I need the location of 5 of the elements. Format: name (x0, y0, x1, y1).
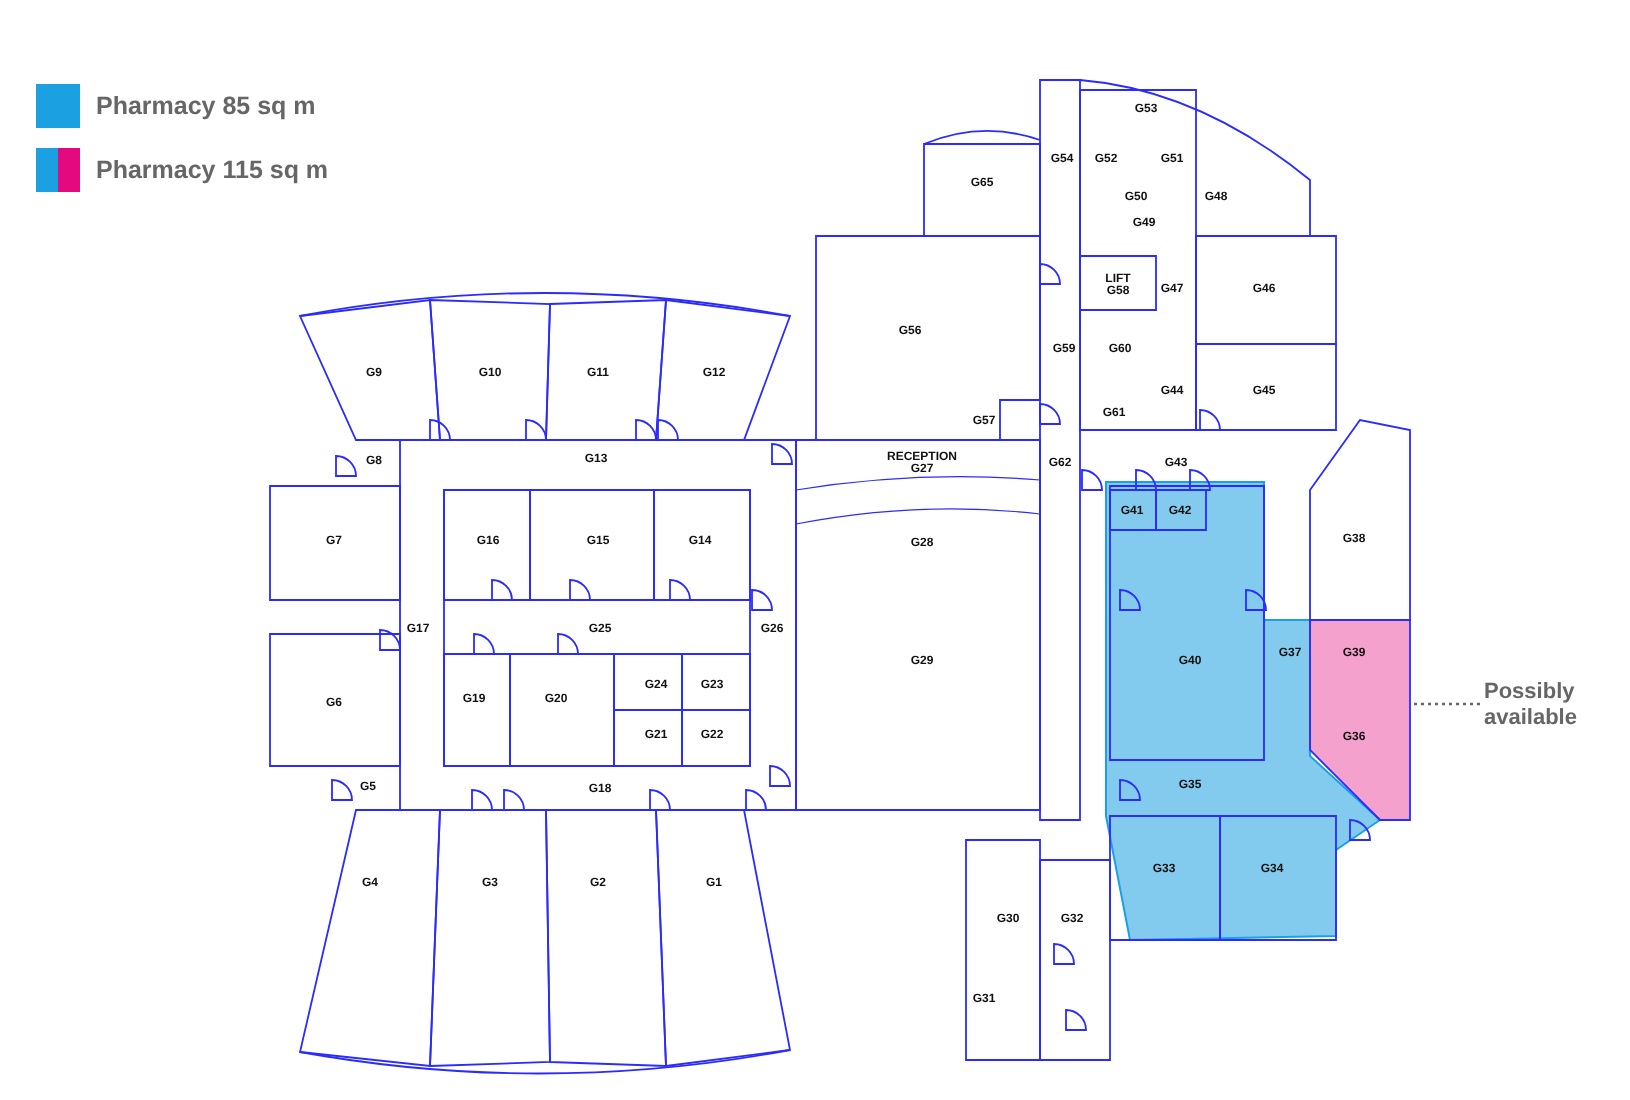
legend-label: Pharmacy 85 sq m (96, 94, 316, 119)
available-area (1309, 619, 1411, 821)
callout-text: Possibly available (1484, 680, 1588, 731)
leader-line (1412, 702, 1480, 706)
legend-label: Pharmacy 115 sq m (96, 158, 329, 183)
